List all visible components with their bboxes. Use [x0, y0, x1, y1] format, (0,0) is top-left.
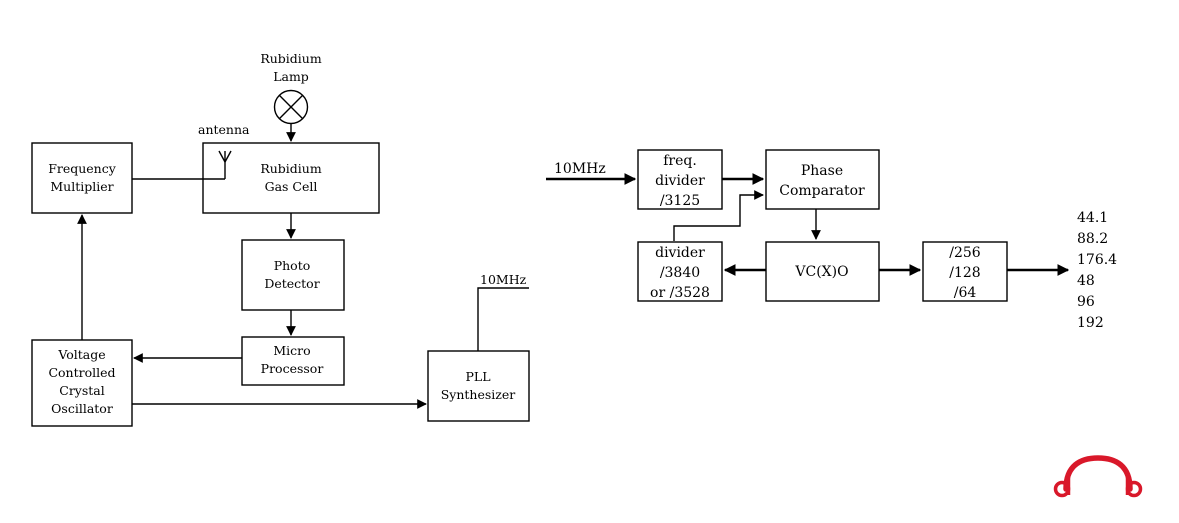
lamp-icon [273, 89, 309, 125]
pll-label-1: PLL [465, 369, 490, 384]
micro-processor-label-2: Processor [261, 361, 324, 376]
output-divider-box [922, 241, 1008, 302]
freq-divider-label-3: /3125 [660, 193, 700, 209]
freq-divider-label-2: divider [655, 173, 705, 189]
feedback-divider-label-1: divider [655, 245, 705, 261]
output-divider-label-2: /128 [949, 265, 980, 281]
feedback-divider-label-2: /3840 [660, 265, 700, 281]
output-frequency-5: 96 [1077, 294, 1095, 310]
phase-comparator-box [765, 149, 880, 210]
feedback-to-comparator-arrow [673, 190, 764, 241]
headphones-logo-icon [1053, 455, 1143, 498]
feedback-divider-label-3: or /3528 [650, 285, 710, 301]
vcxo-label-4: Oscillator [51, 401, 113, 416]
feedback-divider-box [637, 241, 723, 302]
rubidium-standard-diagram: Rubidium Lamp Rubidium Gas Cell antenna … [31, 51, 530, 427]
vcxo-label-1: Voltage [57, 347, 105, 362]
rubidium-lamp-label-2: Lamp [273, 69, 309, 84]
vcxo-box [31, 339, 133, 427]
vcxo-right-box [765, 241, 880, 302]
gas-cell-label-1: Rubidium [260, 161, 322, 176]
antenna-label: antenna [198, 122, 250, 137]
gas-cell-label-2: Gas Cell [265, 179, 318, 194]
output-frequency-3: 176.4 [1077, 252, 1117, 268]
output-frequency-4: 48 [1077, 273, 1095, 289]
rubidium-gas-cell-box [202, 142, 380, 214]
phase-comparator-label-2: Comparator [779, 183, 865, 199]
output-frequency-2: 88.2 [1077, 231, 1108, 247]
photo-detector-label-2: Detector [264, 276, 319, 291]
vcxo-label-3: Crystal [59, 383, 105, 398]
output-divider-label-1: /256 [949, 245, 981, 261]
pll-label-2: Synthesizer [441, 387, 516, 402]
rubidium-lamp: Rubidium Lamp [260, 51, 322, 125]
vcxo-label-2: Controlled [48, 365, 115, 380]
phase-comparator-label-1: Phase [801, 163, 843, 179]
input-label: 10MHz [554, 161, 606, 177]
output-frequency-1: 44.1 [1077, 210, 1108, 226]
freq-multiplier-label-1: Frequency [48, 161, 117, 176]
frequency-multiplier-box [31, 142, 133, 214]
micro-processor-label-1: Micro [273, 343, 310, 358]
photo-detector-box [241, 239, 345, 311]
vcxo-right-label: VC(X)O [794, 264, 848, 280]
antenna-icon [218, 150, 232, 179]
pll-output-line [477, 287, 529, 351]
clock-pll-diagram: 10MHz freq. divider /3125 Phase Comparat… [546, 149, 1117, 331]
rubidium-lamp-label-1: Rubidium [260, 51, 322, 66]
output-frequency-6: 192 [1077, 315, 1104, 331]
output-frequency-list: 44.1 88.2 176.4 48 96 192 [1077, 210, 1117, 331]
output-divider-label-3: /64 [954, 285, 977, 301]
freq-divider-box [637, 149, 723, 210]
freq-multiplier-label-2: Multiplier [50, 179, 113, 194]
pll-output-label: 10MHz [480, 272, 527, 287]
pll-synthesizer-box [427, 350, 530, 422]
photo-detector-label-1: Photo [274, 258, 311, 273]
micro-processor-box [241, 336, 345, 386]
freq-divider-label-1: freq. [663, 153, 697, 169]
